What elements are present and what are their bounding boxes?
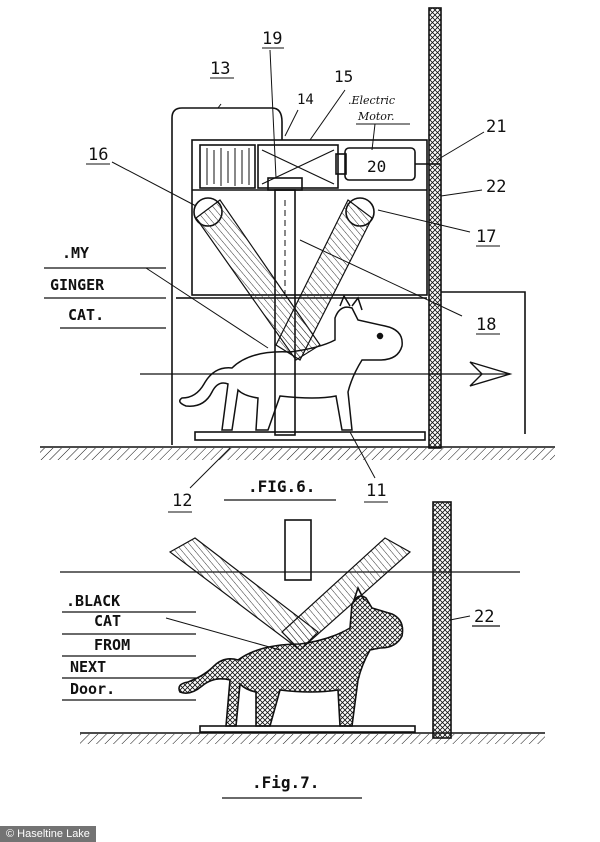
image-credit: © Haseltine Lake [0,826,96,842]
black-cat-label: .BLACK CAT FROM NEXT Door. [62,592,196,701]
black-cat-label-line3: FROM [94,636,130,654]
figure-6 [40,7,555,489]
figure7-caption: .Fig.7. [252,773,319,792]
ref-15: 15 [334,67,353,86]
black-cat-label-line2: CAT [94,612,121,630]
housing-outer [171,107,283,445]
ground-hatching-fig7 [80,734,545,744]
pole-fig7 [432,501,452,739]
ref-11: 11 [366,481,386,501]
fig7-shaft [284,519,312,581]
beam-right [275,199,373,361]
ref-17: 17 [476,227,496,247]
ginger-cat-label-line3: CAT. [68,306,104,324]
base-plate [194,431,426,441]
pole-fig6 [428,7,442,449]
ref-14: 14 [297,92,314,108]
ginger-cat-drawing [179,294,403,431]
ground-hatching-fig6 [40,448,555,460]
ref-20: 20 [367,157,386,176]
ref-16: 16 [88,145,108,165]
ref-18: 18 [476,315,496,335]
fan-housing [257,144,339,189]
black-cat-drawing [178,585,404,727]
fig7-ref-22: 22 [474,607,494,627]
black-cat-label-line4: NEXT [70,658,106,676]
ref-22: 22 [486,177,506,197]
black-cat-label-line1: .BLACK [66,592,120,610]
fig6-reference-numerals: 13 19 14 15 20 21 22 17 18 16 12 11 [86,29,506,513]
ref-12: 12 [172,491,192,511]
ref-19: 19 [262,29,282,49]
ref-13: 13 [210,59,230,79]
motor-label-line2: Motor. [357,110,394,123]
motor-label-line1: .Electric [348,94,395,107]
ref-21: 21 [486,117,506,137]
ginger-cat-label-line1: .MY [62,244,89,262]
filter-block [199,144,256,189]
black-cat-label-line5: Door. [70,680,115,698]
ginger-cat-label-line2: GINGER [50,276,105,294]
figure6-caption: .FIG.6. [248,477,315,496]
figure-7 [60,501,545,744]
ginger-cat-label: .MY GINGER CAT. [44,244,166,329]
